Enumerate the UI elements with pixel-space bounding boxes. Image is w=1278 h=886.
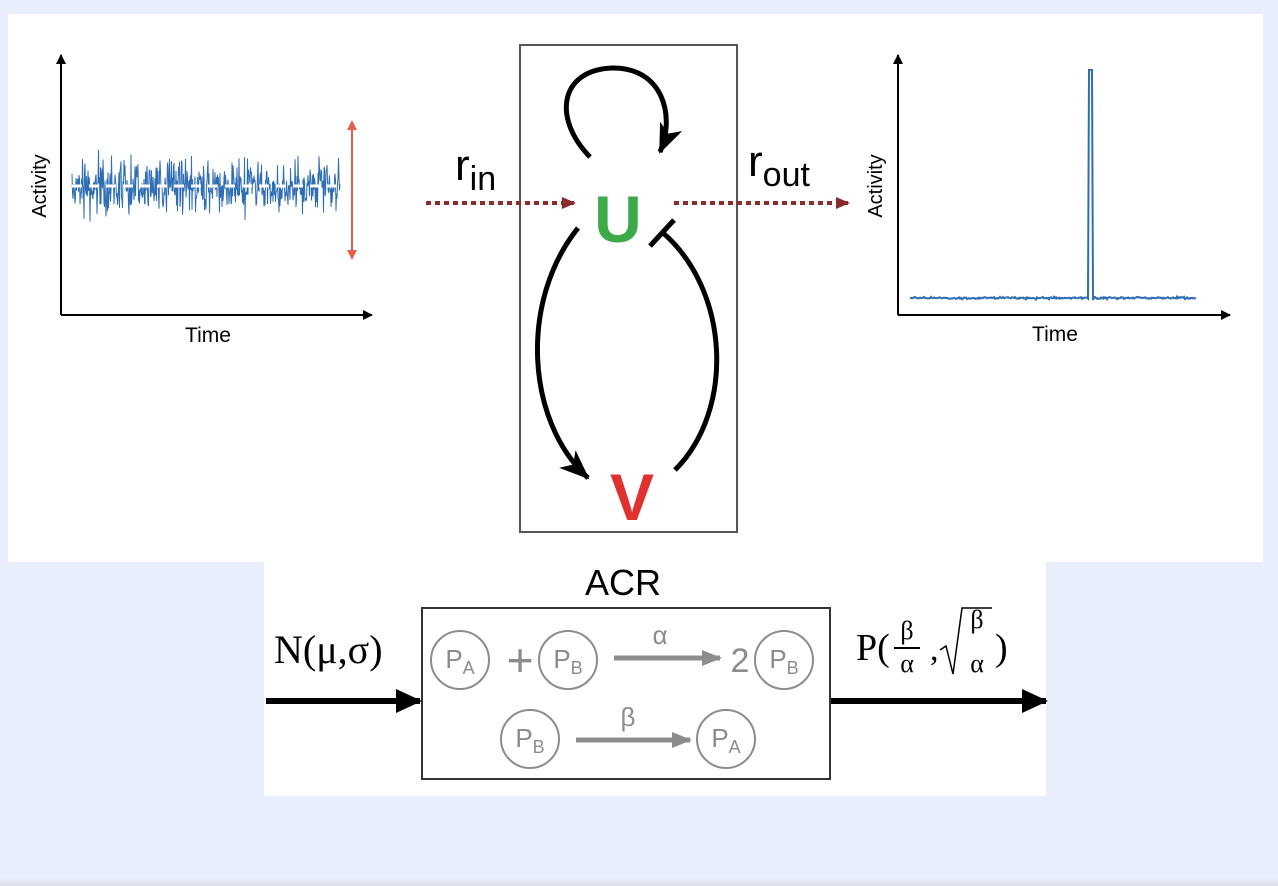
left-x-label: Time [185,324,231,347]
svg-text:P(: P( [856,627,890,669]
top-panel [8,14,1263,562]
reaction-box [421,607,831,780]
reaction-diagram: ACR N(μ,σ) P( β α , β α ) PA + PB α [266,562,1048,780]
input-rate-label: rin [455,141,496,198]
u-self-loop-arrow [563,65,683,159]
output-rate-label: rout [748,137,810,194]
svg-text:α: α [970,649,984,678]
left-y-label: Activity [29,154,51,217]
svg-text:PA: PA [711,723,740,757]
svg-text:PB: PB [553,644,582,678]
node-u: U [594,182,642,256]
svg-text:β: β [970,605,983,634]
svg-text:PB: PB [769,644,798,678]
u-to-v-arrow [535,226,590,480]
reaction-output-label: P( β α , β α ) [856,605,1008,678]
v-inhibits-u-arrow [660,230,720,472]
right-x-label: Time [1032,323,1078,346]
species-pb-3: PB [500,709,560,769]
species-pb-2: PB [754,630,814,690]
svg-text:α: α [900,649,914,678]
footer-shadow [0,878,1278,886]
svg-text:,: , [930,631,939,668]
species-pa-1: PA [430,630,490,690]
svg-text:β: β [900,616,913,645]
svg-text:): ) [995,627,1008,669]
coefficient-2: 2 [731,642,750,680]
acr-label: ACR [585,562,661,603]
inhibition-bar [648,218,676,248]
species-pb-1: PB [538,630,598,690]
node-v: V [610,460,654,534]
beta-rate: β [621,702,636,732]
reaction-input-label: N(μ,σ) [274,627,383,672]
right-plot: Activity Time [865,54,1231,346]
svg-text:PA: PA [445,644,474,678]
network-box [519,44,738,533]
left-plot: Activity Time [29,54,373,347]
sqrt-sign [939,607,992,675]
species-pa-2: PA [696,709,756,769]
bottom-panel [264,562,1046,796]
svg-text:PB: PB [515,723,544,757]
right-spike-signal [909,69,1197,302]
network-diagram: U V rin rout [426,44,850,534]
plus-sign: + [507,634,534,686]
left-noise-signal [71,149,341,222]
alpha-rate: α [652,620,667,650]
right-y-label: Activity [865,154,887,217]
